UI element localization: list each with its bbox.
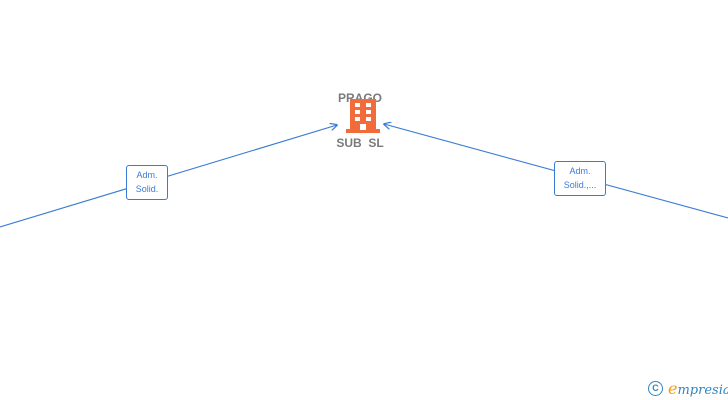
brand-initial: e — [668, 378, 678, 398]
building-icon[interactable] — [346, 97, 380, 133]
edge-label-left-line2: Solid. — [135, 184, 159, 194]
copyright-icon: C — [648, 380, 663, 396]
edge-label-left[interactable]: Adm. Solid. — [126, 165, 168, 200]
edge-label-right-line2: Solid.,... — [563, 180, 597, 190]
brand-footer: C empresia — [648, 377, 728, 399]
edge-label-right[interactable]: Adm. Solid.,... — [554, 161, 606, 196]
company-name-line2: SUB SL — [336, 136, 384, 150]
edge-label-left-line1: Adm. — [136, 170, 158, 180]
edge-label-right-line1: Adm. — [569, 166, 591, 176]
brand-rest: mpresia — [677, 382, 728, 398]
edge-line-left — [0, 125, 337, 228]
brand-logo[interactable]: empresia — [668, 379, 728, 398]
